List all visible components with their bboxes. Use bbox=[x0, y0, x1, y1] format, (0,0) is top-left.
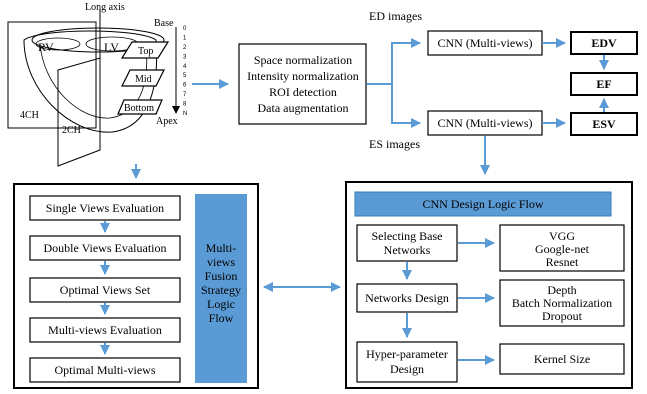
rv-label: RV bbox=[38, 40, 54, 54]
base-net-1: VGG bbox=[549, 229, 575, 243]
arrow-to-cnn-bottom bbox=[391, 84, 421, 128]
step-box-2 bbox=[29, 235, 181, 261]
fusion-strategy-box bbox=[195, 194, 247, 383]
hyper-line-1: Hyper-parameter bbox=[366, 347, 448, 361]
preprocess-line-1: Space normalization bbox=[254, 53, 352, 67]
scale-tick-label: 5 bbox=[183, 73, 187, 79]
selecting-line-1: Selecting Base bbox=[372, 229, 443, 243]
design-opt-3: Dropout bbox=[542, 309, 583, 323]
scale-arrowhead bbox=[172, 106, 180, 114]
fusion-line-3: Fusion bbox=[205, 269, 238, 283]
fusion-line-4: Strategy bbox=[201, 283, 241, 297]
preprocess-line-4: Data augmentation bbox=[258, 101, 349, 115]
top-label: Top bbox=[138, 46, 153, 57]
cnn-design-title-bar bbox=[354, 191, 612, 217]
step-label-1: Single Views Evaluation bbox=[46, 201, 164, 215]
selecting-base-box bbox=[356, 224, 458, 262]
edv-label: EDV bbox=[591, 36, 617, 50]
networks-design-label: Networks Design bbox=[365, 291, 449, 305]
ef-label: EF bbox=[596, 77, 611, 91]
step-label-2: Double Views Evaluation bbox=[43, 241, 166, 255]
scale-ticks: 0 1 2 3 4 5 6 7 8N bbox=[183, 26, 187, 117]
heart-illustration: Long axis RV LV 4CH 2CH Top Mid Bottom B… bbox=[7, 2, 187, 167]
hyper-param-box bbox=[356, 341, 458, 383]
scale-tick-label: 3 bbox=[183, 54, 187, 60]
lv-label: LV bbox=[104, 40, 119, 54]
cnn-design-title: CNN Design Logic Flow bbox=[423, 197, 544, 211]
long-axis-label: Long axis bbox=[85, 2, 125, 13]
step-label-4: Multi-views Evaluation bbox=[48, 323, 162, 337]
bottom-slice bbox=[117, 99, 163, 115]
apex-label: Apex bbox=[156, 116, 178, 127]
preprocess-line-2: Intensity normalization bbox=[247, 69, 359, 83]
scale-tick-label: N bbox=[183, 111, 187, 117]
ed-images-label: ED images bbox=[369, 9, 422, 23]
top-ellipse bbox=[31, 27, 165, 53]
mid-label: Mid bbox=[135, 74, 152, 85]
ef-box bbox=[570, 72, 638, 96]
rv-cavity bbox=[35, 37, 81, 51]
design-opts-box bbox=[499, 279, 625, 327]
mid-slice bbox=[121, 69, 165, 87]
esv-box bbox=[570, 112, 638, 136]
scale-tick-label: 8 bbox=[183, 102, 187, 108]
two-ch-plane bbox=[57, 57, 101, 167]
scale-tick-label: 6 bbox=[183, 83, 187, 89]
base-nets-box bbox=[499, 224, 625, 272]
cnn-top-box bbox=[427, 30, 543, 56]
step-box-5 bbox=[29, 357, 181, 383]
kernel-box bbox=[499, 343, 625, 375]
fusion-line-2: views bbox=[207, 255, 235, 269]
design-opt-1: Depth bbox=[547, 283, 576, 297]
selecting-line-2: Networks bbox=[384, 243, 431, 257]
two-ch-label: 2CH bbox=[62, 125, 81, 136]
kernel-label: Kernel Size bbox=[534, 352, 590, 366]
cnn-top-label: CNN (Multi-views) bbox=[438, 36, 533, 50]
scale-tick-label: 2 bbox=[183, 45, 187, 51]
preprocess-line-3: ROI detection bbox=[269, 85, 337, 99]
four-ch-plane bbox=[7, 21, 97, 129]
four-ch-label: 4CH bbox=[20, 110, 39, 121]
preprocess-box bbox=[238, 43, 367, 125]
edv-box bbox=[570, 31, 638, 55]
fusion-line-5: Logic bbox=[207, 297, 235, 311]
scale-tick-label: 7 bbox=[183, 92, 187, 98]
bottom-label: Bottom bbox=[124, 103, 154, 114]
cnn-bottom-label: CNN (Multi-views) bbox=[438, 116, 533, 130]
networks-design-box bbox=[356, 283, 458, 313]
step-box-1 bbox=[29, 195, 181, 221]
base-net-2: Google-net bbox=[535, 242, 590, 256]
design-opt-2: Batch Normalization bbox=[512, 296, 612, 310]
esv-label: ESV bbox=[592, 117, 616, 131]
step-label-5: Optimal Multi-views bbox=[55, 363, 156, 377]
base-net-3: Resnet bbox=[546, 255, 579, 269]
step-label-3: Optimal Views Set bbox=[60, 283, 151, 297]
fusion-line-6: Flow bbox=[209, 311, 234, 325]
step-box-4 bbox=[29, 317, 181, 343]
top-slice bbox=[120, 41, 170, 59]
scale-tick-label: 1 bbox=[183, 35, 187, 41]
scale-tick-label: 0 bbox=[183, 26, 187, 32]
fusion-line-1: Multi- bbox=[206, 241, 237, 255]
scale-tick-label: 4 bbox=[183, 64, 187, 70]
arrow-to-cnn-top bbox=[367, 38, 421, 85]
hyper-line-2: Design bbox=[390, 362, 424, 376]
base-label: Base bbox=[154, 18, 174, 29]
step-box-3 bbox=[29, 277, 181, 303]
es-images-label: ES images bbox=[369, 137, 420, 151]
